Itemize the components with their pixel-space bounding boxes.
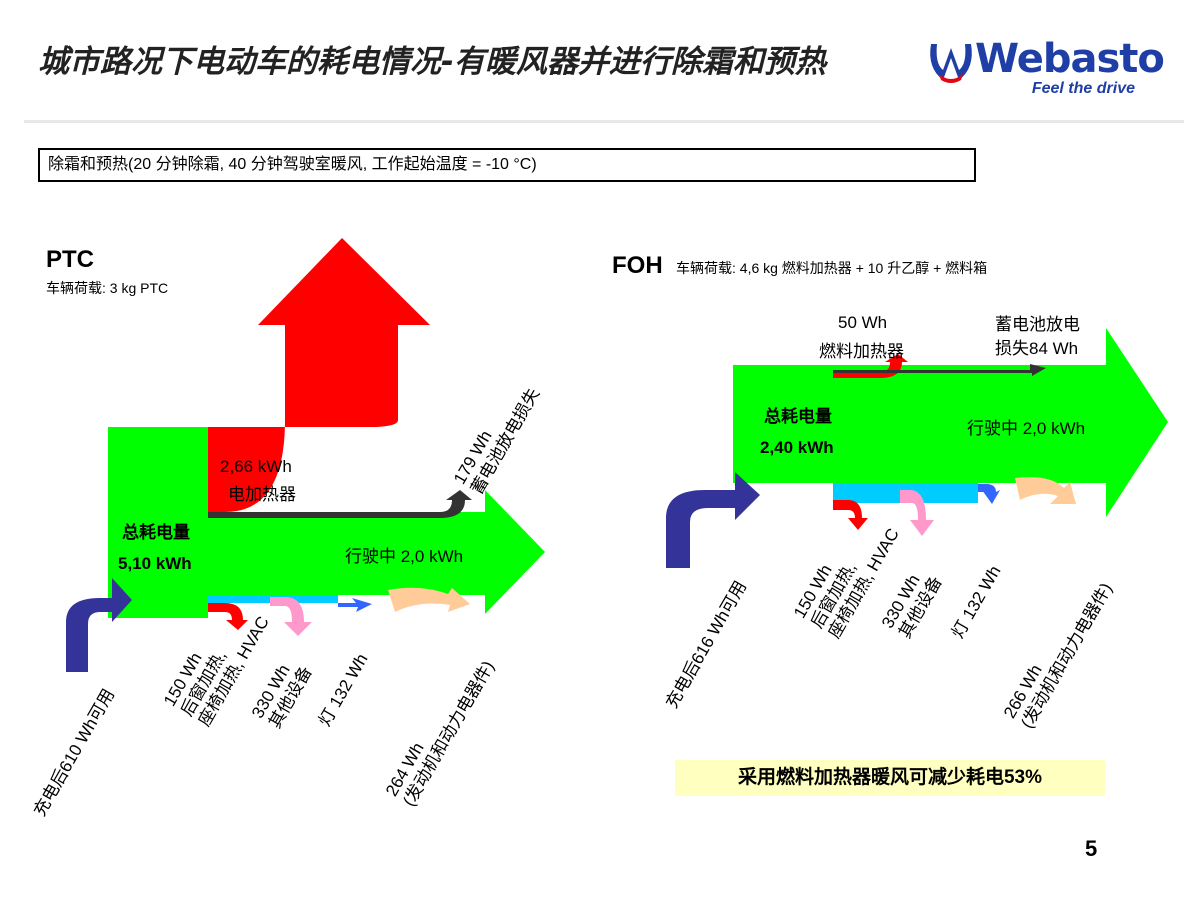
foh-heading: FOH (612, 252, 663, 279)
foh-total-value: 2,40 kWh (760, 438, 834, 457)
ptc-driving: 行驶中 2,0 kWh (345, 547, 464, 566)
ptc-branch-other-arrow (270, 597, 312, 636)
foh-branch-other-arrow (900, 490, 934, 536)
page-number: 5 (1085, 836, 1098, 861)
ptc-total-flow (108, 427, 545, 618)
foh-charge-flow (666, 472, 760, 568)
ptc-heater-value: 2,66 kWh (220, 457, 292, 476)
foh-battery-loss-arrow (833, 364, 1046, 376)
page-title: 城市路况下电动车的耗电情况-有暖风器并进行除霜和预热 (38, 44, 826, 80)
foh-branch-lights-arrow (978, 484, 1000, 504)
conclusion-banner: 采用燃料加热器暖风可减少耗电53% (675, 760, 1105, 796)
logo-tagline: Feel the drive (1031, 80, 1135, 97)
ptc-total-label: 总耗电量 (122, 523, 190, 542)
ptc-total-value: 5,10 kWh (118, 554, 192, 573)
foh-driving: 行驶中 2,0 kWh (967, 419, 1086, 438)
logo-text: Webasto (975, 36, 1165, 82)
webasto-w-icon (930, 44, 972, 83)
ptc-branch-hvac-bar (208, 595, 248, 603)
foh-branch-engine-arrow (1015, 477, 1076, 504)
ptc-heater-label: 电加热器 (228, 485, 296, 504)
conditions-box: 除霜和预热(20 分钟除霜, 40 分钟驾驶室暖风, 工作起始温度 = -10 … (38, 148, 976, 182)
webasto-logo: Webasto Feel the drive (925, 36, 1165, 102)
header-divider (24, 120, 1184, 123)
ptc-branch-lights-arrow (338, 597, 372, 612)
ptc-branch-engine-arrow (388, 587, 470, 612)
ptc-branch-hvac-arrow (208, 603, 248, 630)
foh-heater-value: 50 Wh (838, 313, 888, 332)
foh-battery-loss-l2: 损失84 Wh (995, 339, 1079, 358)
foh-payload: 车辆荷载: 4,6 kg 燃料加热器 + 10 升乙醇 + 燃料箱 (676, 260, 988, 276)
foh-branch-hvac-arrow (833, 500, 868, 530)
ptc-battery-loss-arrow (208, 490, 472, 518)
ptc-payload: 车辆荷载: 3 kg PTC (46, 280, 169, 296)
ptc-heater-flow (208, 238, 430, 512)
foh-battery-loss-l1: 蓄电池放电 (995, 315, 1080, 334)
foh-total-label: 总耗电量 (764, 407, 832, 426)
foh-heater-label: 燃料加热器 (819, 342, 904, 361)
ptc-charge-flow (66, 578, 132, 672)
ptc-heading: PTC (46, 246, 94, 273)
